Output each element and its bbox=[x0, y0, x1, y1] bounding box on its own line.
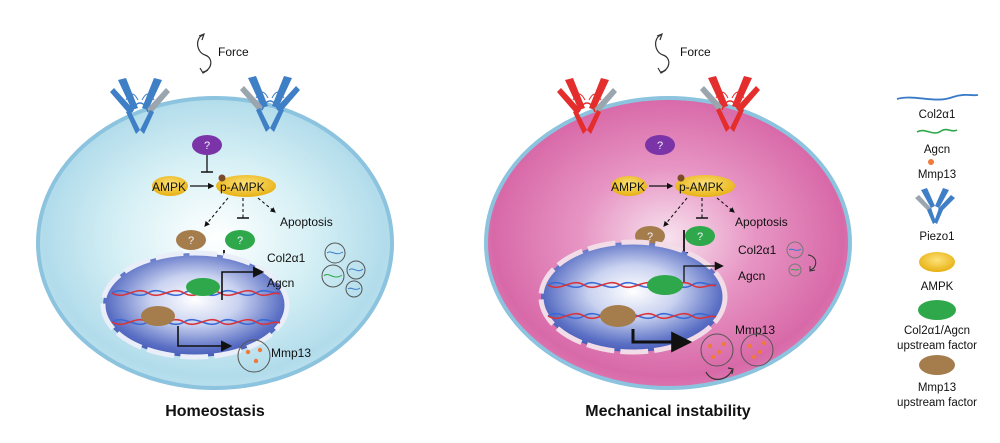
panel-title-homeostasis: Homeostasis bbox=[165, 403, 265, 420]
brown-factor-in-nucleus bbox=[141, 306, 175, 326]
mmp13-dot-icon bbox=[928, 159, 934, 165]
panel-mechanical-instability: Force ? AMPK bbox=[484, 32, 852, 420]
col2a1-label: Col2α1 bbox=[738, 243, 777, 257]
dna-helix bbox=[111, 289, 281, 326]
green-factor-in-nucleus bbox=[647, 275, 683, 295]
force-arrow-icon bbox=[197, 32, 212, 74]
col2a1-agcn-upstream-factor bbox=[685, 226, 715, 246]
unknown-label: ? bbox=[657, 140, 663, 152]
ampk-oval-icon bbox=[919, 252, 955, 272]
brown-oval-icon bbox=[919, 355, 955, 375]
ampk-label: AMPK bbox=[611, 180, 645, 194]
force-arrow-icon bbox=[655, 32, 670, 74]
agcn-label: Agcn bbox=[267, 276, 294, 290]
legend-label-ampk: AMPK bbox=[921, 281, 954, 293]
legend-label-piezo1: Piezo1 bbox=[919, 231, 954, 243]
mmp13-label: Mmp13 bbox=[271, 346, 311, 360]
legend-label-col2a1-agcn-line2: upstream factor bbox=[897, 340, 977, 352]
unknown-upstream-oval bbox=[192, 135, 222, 155]
agcn-label: Agcn bbox=[738, 269, 765, 283]
force-label: Force bbox=[680, 45, 711, 59]
p-ampk-label: p-AMPK bbox=[220, 180, 265, 194]
dna-helix bbox=[547, 281, 717, 320]
unknown-upstream-oval bbox=[645, 135, 675, 155]
phosphate-dot bbox=[218, 174, 226, 182]
unknown-label: ? bbox=[647, 231, 653, 243]
mmp13-label: Mmp13 bbox=[735, 323, 775, 337]
nucleus bbox=[100, 250, 290, 360]
secreted-matrix-vesicles bbox=[786, 241, 817, 277]
col2a1-wave-icon bbox=[896, 93, 979, 101]
col2a1-label: Col2α1 bbox=[267, 251, 306, 265]
mmp13-vesicle bbox=[237, 339, 271, 373]
agcn-wave-icon bbox=[916, 128, 958, 134]
legend-label-agcn: Agcn bbox=[924, 144, 950, 156]
piezo1-channel-icon bbox=[557, 78, 617, 134]
ampk-label: AMPK bbox=[152, 180, 186, 194]
brown-factor-in-nucleus bbox=[600, 305, 636, 327]
legend: Col2α1 Agcn Mmp13 Piezo1 AMPK Col2α1/Agc… bbox=[896, 93, 979, 409]
nucleus bbox=[538, 239, 728, 355]
force-label: Force bbox=[218, 45, 249, 59]
apoptosis-label: Apoptosis bbox=[735, 215, 788, 229]
unknown-label: ? bbox=[204, 140, 210, 152]
legend-label-mmp13: Mmp13 bbox=[918, 169, 956, 181]
legend-label-mmp13-factor-line2: upstream factor bbox=[897, 397, 977, 409]
legend-label-col2a1: Col2α1 bbox=[919, 109, 956, 121]
unknown-label: ? bbox=[188, 235, 194, 247]
unknown-label: ? bbox=[697, 231, 703, 243]
green-oval-icon bbox=[918, 300, 956, 320]
apoptosis-label: Apoptosis bbox=[280, 215, 333, 229]
piezo1-channel-icon bbox=[915, 188, 955, 224]
legend-label-col2a1-agcn: Col2α1/Agcn bbox=[904, 325, 970, 337]
ampk-oval bbox=[152, 176, 188, 196]
legend-label-mmp13-factor: Mmp13 bbox=[918, 382, 956, 394]
ampk-oval bbox=[611, 176, 647, 196]
unknown-label: ? bbox=[237, 235, 243, 247]
p-ampk-oval bbox=[675, 175, 735, 197]
mmp13-vesicle bbox=[700, 333, 774, 380]
panel-homeostasis: Force ? bbox=[36, 32, 394, 420]
phosphate-dot bbox=[677, 174, 685, 182]
panel-title-mechanical-instability: Mechanical instability bbox=[585, 403, 750, 420]
p-ampk-oval bbox=[216, 175, 276, 197]
piezo1-channel-icon bbox=[700, 76, 760, 132]
piezo1-channel-icon bbox=[110, 78, 170, 134]
p-ampk-label: p-AMPK bbox=[679, 180, 724, 194]
green-factor-in-nucleus bbox=[186, 278, 220, 296]
mmp13-upstream-factor bbox=[176, 230, 206, 250]
piezo1-channel-icon bbox=[240, 76, 300, 132]
col2a1-agcn-upstream-factor bbox=[225, 230, 255, 250]
secreted-matrix-vesicles bbox=[321, 242, 366, 298]
